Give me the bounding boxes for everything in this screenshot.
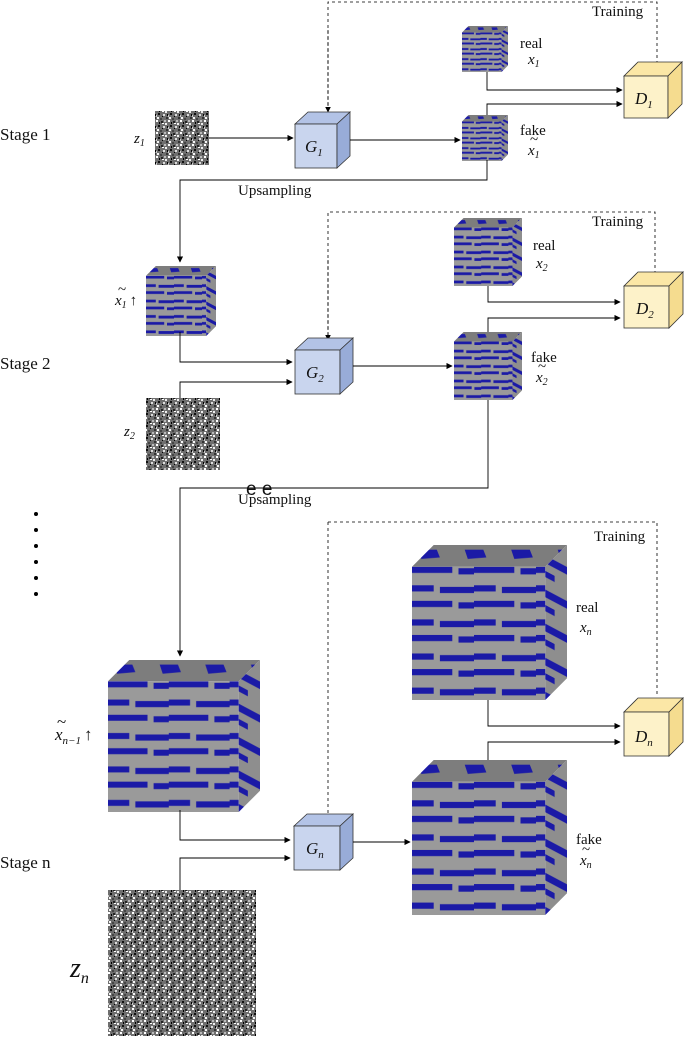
dn-discriminator-box-icon: Dn bbox=[623, 697, 684, 757]
arrow-real-dn bbox=[487, 700, 621, 730]
xn1-up-label: xn−1↑ bbox=[54, 725, 92, 747]
x1-tilde-label: x1 bbox=[527, 143, 540, 161]
real-xn-cube-icon bbox=[412, 545, 567, 700]
fake-label-2: fake bbox=[531, 350, 557, 366]
tilde-n: ~ bbox=[582, 842, 590, 858]
stage2-label: Stage 2 bbox=[0, 354, 51, 373]
svg-text:G1: G1 bbox=[305, 137, 323, 159]
zn-label: zn bbox=[69, 953, 89, 987]
ellipsis-dots bbox=[34, 512, 38, 596]
arrow-z2-g2 bbox=[179, 378, 293, 398]
svg-text:Gn: Gn bbox=[306, 839, 324, 861]
training-feedback-2 bbox=[327, 211, 656, 342]
stagen-label: Stage n bbox=[0, 853, 51, 872]
svg-text:D2: D2 bbox=[635, 299, 654, 321]
xn-tilde-label: xn bbox=[579, 853, 592, 871]
fake-x2-cube-icon bbox=[454, 332, 522, 400]
z1-noise-icon bbox=[155, 111, 209, 165]
arrow-zn-gn bbox=[179, 854, 291, 890]
real-label-n: real bbox=[576, 600, 598, 616]
stage1-label: Stage 1 bbox=[0, 125, 51, 144]
stray-glyph: e e bbox=[246, 479, 272, 500]
tilde-up1: ~ bbox=[118, 282, 126, 298]
real-x1-cube-icon bbox=[462, 26, 508, 72]
zn-noise-icon bbox=[108, 890, 256, 1036]
tilde-upn: ~ bbox=[57, 712, 66, 731]
svg-text:D1: D1 bbox=[634, 89, 653, 111]
xn-label: xn bbox=[579, 620, 592, 638]
real-label-1: real bbox=[520, 36, 542, 52]
upsampled-xn1-cube-icon bbox=[108, 660, 260, 812]
arrow-real-d2 bbox=[487, 286, 621, 306]
x2-tilde-label: x2 bbox=[535, 370, 548, 388]
real-label-2: real bbox=[533, 238, 555, 254]
arrow-fake-d1 bbox=[486, 100, 623, 115]
gn-generator-box-icon: Gn bbox=[292, 813, 355, 871]
fake-xn-cube-icon bbox=[412, 760, 567, 915]
d2-discriminator-box-icon: D2 bbox=[623, 271, 684, 329]
tilde-2: ~ bbox=[538, 359, 546, 375]
upsampled-x1-cube-icon bbox=[146, 266, 216, 336]
x1-label: x1 bbox=[527, 52, 540, 70]
real-x2-cube-icon bbox=[454, 218, 522, 286]
arrow-real-d1 bbox=[486, 72, 623, 94]
fake-label-1: fake bbox=[520, 123, 546, 139]
svg-text:Dn: Dn bbox=[634, 727, 653, 749]
upsampling-arrow-2 bbox=[176, 400, 489, 657]
upsampling-arrow-1 bbox=[176, 160, 488, 263]
svg-text:G2: G2 bbox=[306, 363, 324, 385]
arrow-fake-d2 bbox=[487, 314, 621, 332]
g1-generator-box-icon: G1 bbox=[293, 111, 352, 169]
fake-x1-cube-icon bbox=[462, 115, 508, 161]
x2-label: x2 bbox=[535, 256, 548, 274]
g2-generator-box-icon: G2 bbox=[293, 337, 355, 395]
fake-label-n: fake bbox=[576, 832, 602, 848]
arrow-x1up-g2 bbox=[179, 332, 293, 366]
z2-noise-icon bbox=[146, 398, 220, 470]
training-label-n: Training bbox=[594, 529, 646, 545]
z1-label: z1 bbox=[133, 131, 145, 149]
upsampling-label-2: Upsampling bbox=[238, 492, 312, 508]
x1-up-label: x1↑ bbox=[114, 293, 137, 311]
z2-label: z2 bbox=[123, 424, 135, 442]
arrow-xn1up-gn bbox=[179, 810, 291, 844]
d1-discriminator-box-icon: D1 bbox=[623, 61, 683, 119]
training-label-2: Training bbox=[592, 214, 644, 230]
training-feedback-n bbox=[328, 521, 658, 696]
training-label-1: Training bbox=[592, 4, 644, 20]
tilde-1: ~ bbox=[530, 132, 538, 148]
upsampling-label-1: Upsampling bbox=[238, 183, 312, 199]
